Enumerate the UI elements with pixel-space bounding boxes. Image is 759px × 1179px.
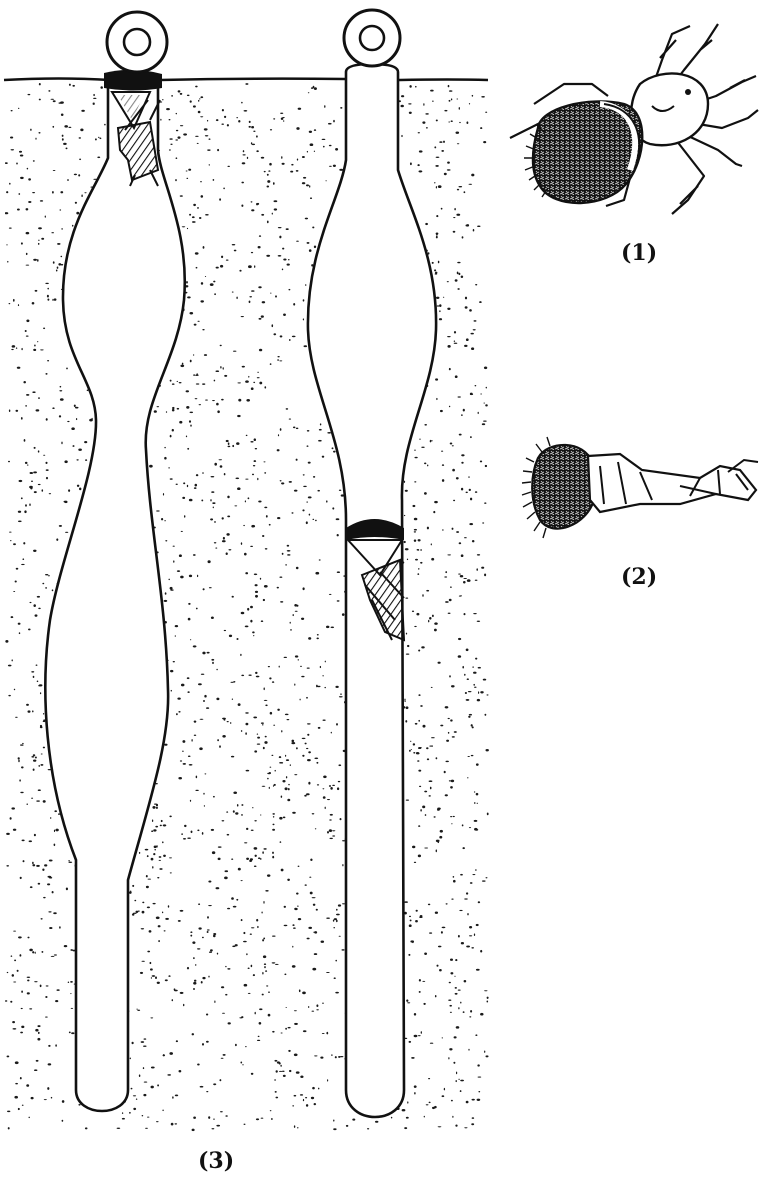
- ground-surface-line: [4, 79, 488, 81]
- label-figure-3: (3): [198, 1148, 234, 1174]
- spider-side-view: [522, 437, 758, 538]
- spider-top-view: [510, 24, 758, 214]
- label-figure-2: (2): [621, 564, 657, 590]
- label-figure-1: (1): [621, 240, 657, 266]
